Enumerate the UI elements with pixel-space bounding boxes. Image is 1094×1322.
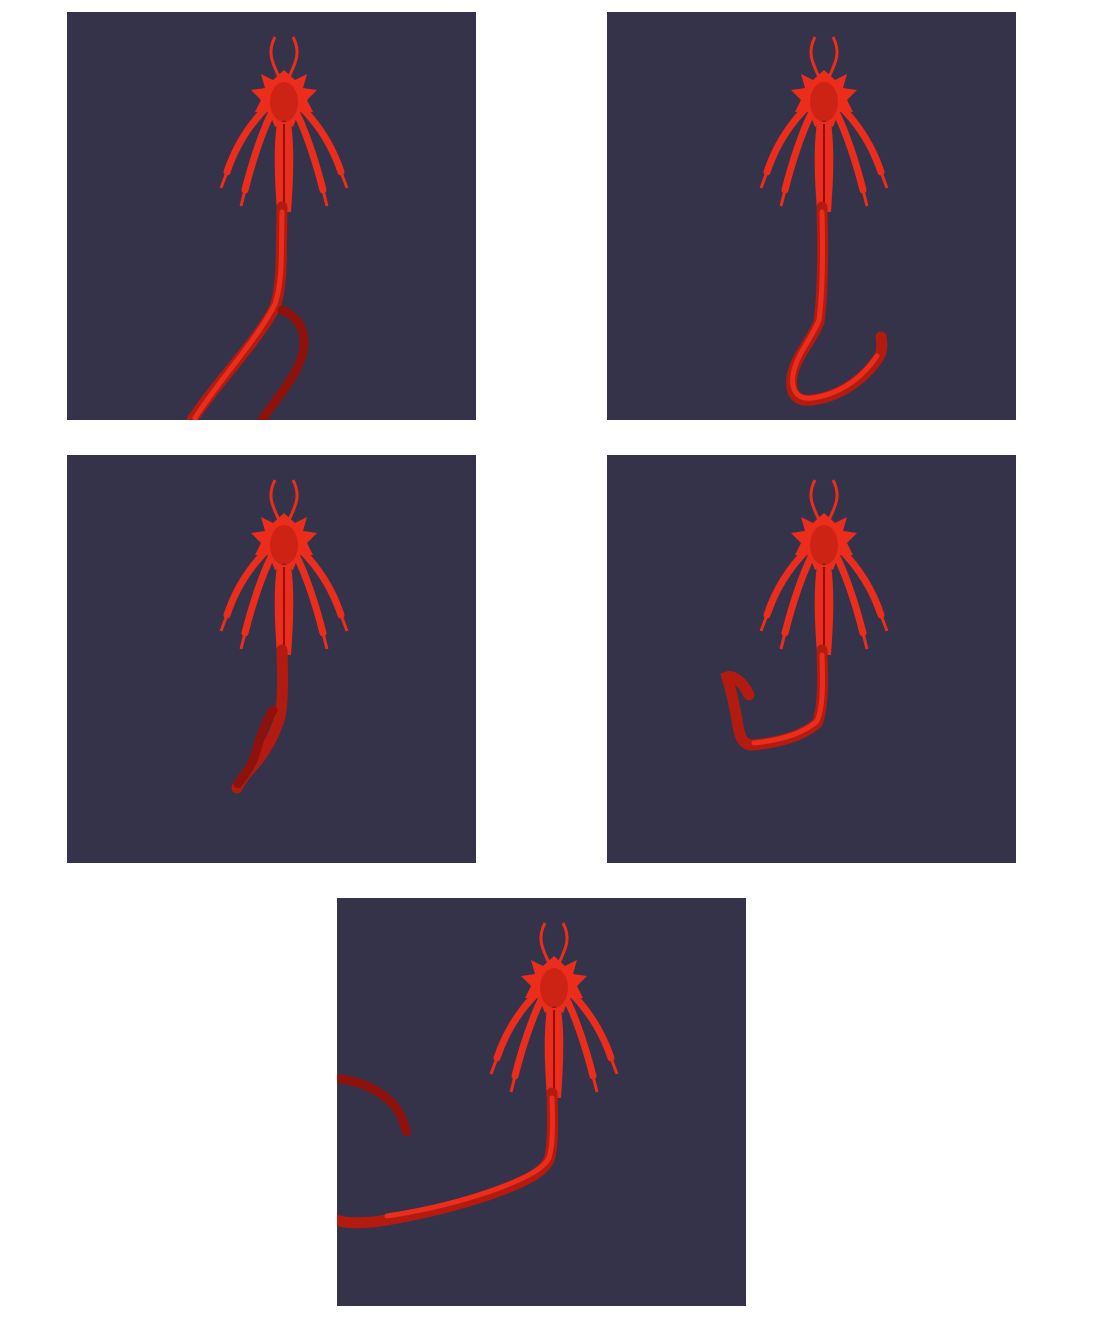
arm-4 bbox=[562, 994, 597, 1080]
tail-highlight bbox=[384, 1095, 556, 1219]
creature-body bbox=[219, 479, 349, 674]
creature-render-4 bbox=[607, 455, 1016, 863]
claw-4 bbox=[861, 189, 869, 207]
arm-2 bbox=[511, 994, 546, 1080]
claw-2 bbox=[779, 189, 787, 207]
panel-background bbox=[67, 455, 476, 863]
claw-1 bbox=[759, 614, 769, 632]
left-antenna bbox=[539, 922, 551, 964]
creature-tail-loop bbox=[257, 305, 309, 420]
claw-1 bbox=[219, 614, 229, 632]
creature-body bbox=[759, 36, 889, 231]
render-panel-4 bbox=[607, 455, 1016, 863]
panel-background bbox=[67, 12, 476, 420]
claw-2 bbox=[239, 632, 247, 650]
claw-1 bbox=[489, 1057, 499, 1075]
tail-highlight bbox=[790, 209, 880, 401]
panel-background bbox=[607, 455, 1016, 863]
arm-4 bbox=[292, 108, 327, 194]
claw-2 bbox=[239, 189, 247, 207]
head-shading bbox=[270, 525, 298, 565]
render-panel-1 bbox=[67, 12, 476, 420]
tail-highlight bbox=[192, 209, 285, 420]
claw-1 bbox=[219, 171, 229, 189]
arm-4 bbox=[292, 551, 327, 637]
right-antenna bbox=[557, 922, 569, 964]
right-antenna bbox=[287, 479, 299, 521]
claw-2 bbox=[509, 1075, 517, 1093]
right-antenna bbox=[287, 36, 299, 78]
creature-tail-tip bbox=[337, 1074, 412, 1138]
claw-4 bbox=[591, 1075, 599, 1093]
arm-2 bbox=[781, 551, 816, 637]
head-shading bbox=[810, 525, 838, 565]
render-panel-3 bbox=[67, 455, 476, 863]
left-antenna bbox=[809, 36, 821, 78]
tail-highlight bbox=[751, 652, 825, 746]
claw-1 bbox=[759, 171, 769, 189]
left-antenna bbox=[269, 36, 281, 78]
arm-4 bbox=[832, 551, 867, 637]
render-panel-2 bbox=[607, 12, 1016, 420]
head-shading bbox=[810, 82, 838, 122]
creature-render-2 bbox=[607, 12, 1016, 420]
render-panel-5 bbox=[337, 898, 746, 1306]
creature-render-1 bbox=[67, 12, 476, 420]
creature-body bbox=[489, 922, 619, 1117]
creature-body bbox=[219, 36, 349, 231]
arm-4 bbox=[832, 108, 867, 194]
left-antenna bbox=[809, 479, 821, 521]
claw-3 bbox=[879, 171, 889, 189]
claw-3 bbox=[879, 614, 889, 632]
right-antenna bbox=[827, 36, 839, 78]
creature-tail-curl bbox=[232, 705, 278, 790]
claw-4 bbox=[861, 632, 869, 650]
arm-2 bbox=[241, 108, 276, 194]
claw-3 bbox=[339, 171, 349, 189]
creature-render-5 bbox=[337, 898, 746, 1306]
panel-background bbox=[337, 898, 746, 1306]
head-shading bbox=[540, 968, 568, 1008]
head-shading bbox=[270, 82, 298, 122]
claw-4 bbox=[321, 189, 329, 207]
claw-3 bbox=[339, 614, 349, 632]
left-antenna bbox=[269, 479, 281, 521]
claw-4 bbox=[321, 632, 329, 650]
creature-body bbox=[759, 479, 889, 674]
creature-render-3 bbox=[67, 455, 476, 863]
right-antenna bbox=[827, 479, 839, 521]
arm-2 bbox=[241, 551, 276, 637]
claw-2 bbox=[779, 632, 787, 650]
claw-3 bbox=[609, 1057, 619, 1075]
arm-2 bbox=[781, 108, 816, 194]
panel-background bbox=[607, 12, 1016, 420]
